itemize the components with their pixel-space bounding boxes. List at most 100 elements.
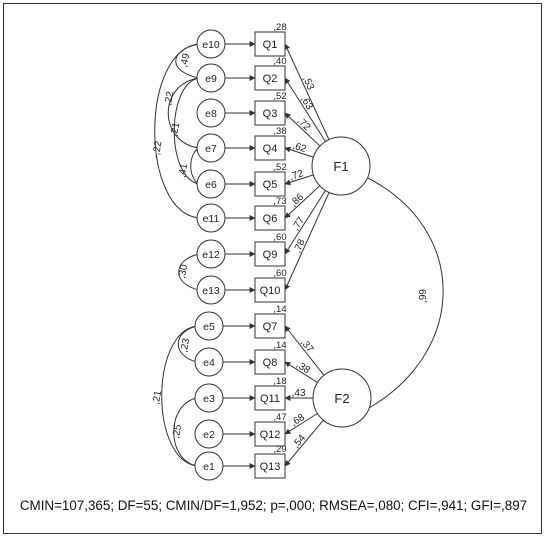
indicator-box-Q2 (254, 65, 286, 91)
indicator-box-Q7 (254, 313, 286, 339)
loading-label-Q6: ,86 (288, 191, 306, 209)
indicator-box-Q12 (254, 421, 286, 447)
error-label-e12: e12 (202, 249, 220, 261)
factor-label-F1: F1 (333, 159, 348, 174)
error-circle-e1 (194, 451, 224, 481)
loading-path-Q7 (284, 325, 325, 376)
factor-correlation-curve (367, 177, 444, 409)
error-circle-e3 (194, 383, 224, 413)
factor-label-F2: F2 (334, 391, 349, 406)
r2-label-Q4: ,38 (273, 126, 286, 137)
indicator-label-Q8: Q8 (263, 357, 278, 369)
r2-label-Q9: ,60 (273, 232, 286, 243)
indicator-label-Q1: Q1 (263, 39, 278, 51)
indicator-label-Q3: Q3 (263, 108, 278, 120)
covariance-label-e10-e11: -,22 (151, 140, 165, 159)
error-label-e7: e7 (205, 143, 217, 155)
loading-path-Q12 (284, 413, 318, 435)
indicator-label-Q2: Q2 (263, 73, 278, 85)
loading-path-Q2 (284, 77, 326, 142)
indicator-box-Q5 (254, 171, 286, 197)
error-circle-e11 (196, 203, 226, 233)
indicator-box-Q1 (254, 31, 286, 57)
error-label-e6: e6 (205, 179, 217, 191)
error-label-e13: e13 (202, 285, 220, 297)
covariance-label-e5-e1: ,21 (151, 389, 164, 405)
loading-label-Q1: ,53 (300, 75, 316, 93)
covariance-curve-e9-e7 (167, 77, 200, 149)
error-label-e8: e8 (205, 108, 217, 120)
factor-correlation-label: ,99 (418, 289, 429, 303)
covariance-curve-e12-e13 (178, 253, 200, 291)
error-label-e5: e5 (203, 321, 215, 333)
loading-label-Q9: ,77 (290, 215, 307, 233)
r2-label-Q5: ,52 (273, 162, 286, 173)
r2-label-Q10: ,60 (273, 268, 286, 279)
loading-path-Q5 (284, 174, 314, 186)
loading-path-Q10 (284, 192, 330, 291)
loading-label-Q10: ,78 (292, 237, 308, 255)
error-circle-e2 (194, 419, 224, 449)
r2-label-Q8: ,14 (273, 340, 286, 351)
loading-label-Q11: ,43 (292, 388, 306, 399)
error-label-e10: e10 (202, 39, 220, 51)
r2-label-Q13: ,29 (273, 444, 286, 455)
covariance-curve-e5-e1 (161, 325, 198, 467)
indicator-label-Q11: Q11 (260, 393, 280, 405)
error-circle-e10 (196, 29, 226, 59)
covariance-label-e7-e6: ,41 (177, 162, 190, 178)
indicator-box-Q4 (254, 135, 286, 161)
error-label-e3: e3 (203, 393, 215, 405)
covariance-curve-e9-e6 (173, 77, 200, 185)
indicator-box-Q10 (254, 277, 286, 303)
r2-label-Q3: ,52 (273, 91, 286, 102)
r2-label-Q6: ,73 (273, 196, 286, 207)
covariance-label-e5-e4: ,23 (179, 337, 193, 353)
error-circle-e4 (194, 347, 224, 377)
loading-path-Q3 (284, 112, 321, 147)
covariance-curve-e5-e4 (177, 325, 198, 363)
indicator-box-Q9 (254, 241, 286, 267)
indicator-label-Q12: Q12 (260, 429, 281, 441)
loading-path-Q13 (284, 419, 324, 467)
error-label-e1: e1 (203, 461, 215, 473)
covariance-curve-e3-e1 (173, 397, 198, 467)
covariance-label-e9-e6: ,21 (169, 121, 183, 137)
factor-circle-F1 (311, 136, 371, 196)
covariance-curve-e7-e6 (190, 147, 200, 185)
indicator-box-Q6 (254, 205, 286, 231)
loading-label-Q2: ,63 (298, 94, 315, 112)
loading-label-Q13: ,54 (291, 433, 309, 451)
loading-path-Q8 (284, 361, 318, 383)
fit-indices: CMIN=107,365; DF=55; CMIN/DF=1,952; p=,0… (19, 498, 528, 513)
loading-label-Q5: ,72 (288, 168, 305, 183)
covariance-label-e3-e1: ,25 (171, 423, 184, 439)
loading-label-Q4: ,62 (291, 140, 308, 155)
indicator-box-Q3 (254, 100, 286, 126)
indicator-label-Q7: Q7 (263, 321, 278, 333)
covariance-label-e12-e13: ,30 (177, 263, 190, 279)
indicator-label-Q10: Q10 (260, 285, 281, 297)
error-label-e9: e9 (205, 73, 217, 85)
loading-path-Q6 (284, 185, 321, 219)
loading-label-Q3: ,72 (295, 116, 313, 134)
indicator-box-Q11 (254, 385, 286, 411)
error-circle-e13 (196, 275, 226, 305)
indicator-label-Q6: Q6 (263, 213, 278, 225)
error-label-e11: e11 (203, 213, 220, 225)
r2-label-Q11: ,18 (273, 376, 286, 387)
error-circle-e6 (196, 169, 226, 199)
loading-label-Q8: ,38 (294, 360, 312, 377)
covariance-label-e9-e7: ,22 (163, 90, 177, 106)
error-circle-e9 (196, 63, 226, 93)
indicator-box-Q13 (254, 453, 286, 479)
indicator-box-Q8 (254, 349, 286, 375)
sem-path-diagram: ,99,49,22,21-,22,41,30,23,21,25,53Q1,28e… (151, 22, 444, 481)
loading-path-Q9 (284, 190, 326, 255)
factor-circle-F2 (312, 368, 372, 428)
indicator-label-Q5: Q5 (263, 179, 278, 191)
indicator-label-Q9: Q9 (263, 249, 278, 261)
loading-path-Q4 (284, 146, 314, 158)
indicator-label-Q4: Q4 (263, 143, 278, 155)
loading-label-Q7: ,37 (298, 337, 316, 355)
